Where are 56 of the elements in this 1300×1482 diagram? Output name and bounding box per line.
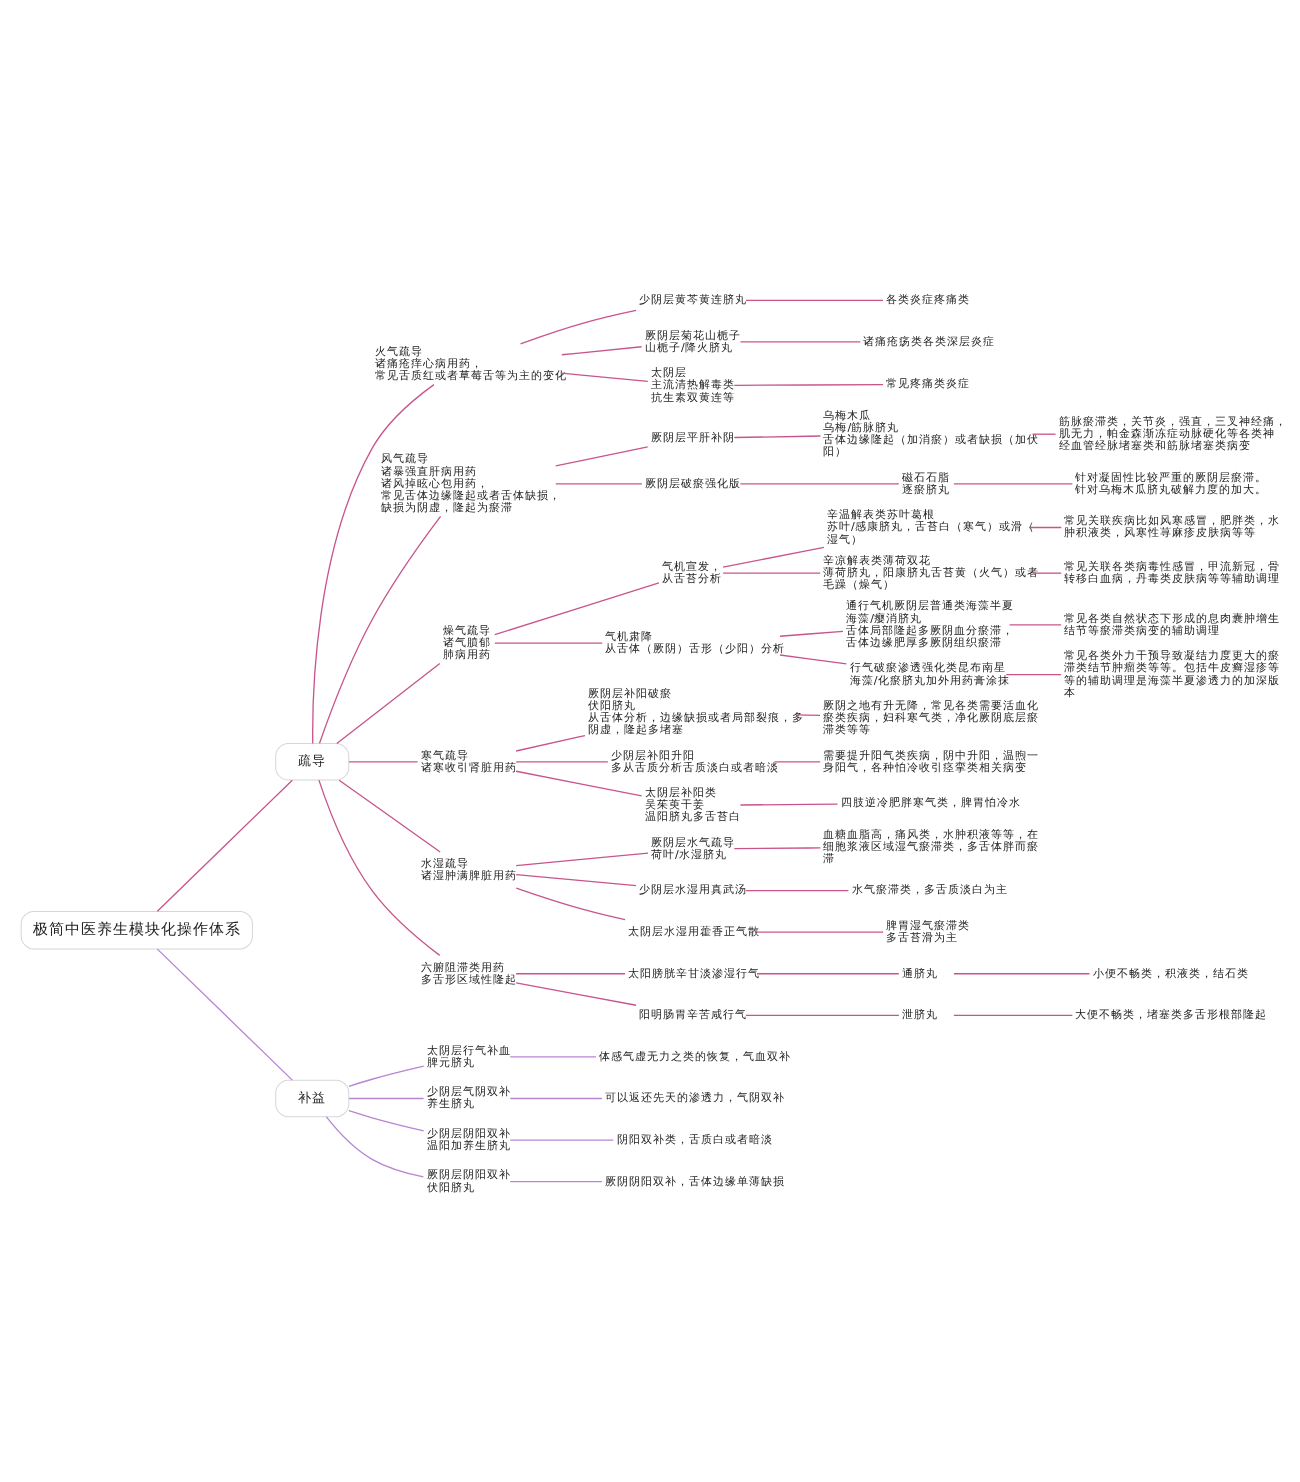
connector bbox=[745, 299, 884, 301]
connector bbox=[739, 483, 900, 485]
connector bbox=[561, 346, 643, 356]
connector bbox=[756, 931, 884, 933]
connector bbox=[733, 435, 821, 439]
connector bbox=[779, 630, 844, 637]
connector bbox=[1031, 572, 1062, 574]
connector bbox=[156, 948, 293, 1081]
connector bbox=[1008, 624, 1062, 626]
connector bbox=[348, 1110, 425, 1132]
connector bbox=[515, 734, 586, 752]
connector bbox=[494, 642, 603, 644]
connector bbox=[515, 874, 637, 887]
connector bbox=[756, 973, 900, 975]
connector bbox=[515, 973, 626, 975]
connector bbox=[156, 779, 293, 912]
connector bbox=[312, 383, 435, 745]
connector bbox=[733, 384, 884, 386]
connector bbox=[348, 1097, 425, 1100]
connector bbox=[739, 341, 861, 343]
connector bbox=[953, 483, 1073, 485]
connector bbox=[519, 309, 637, 345]
connector bbox=[509, 1181, 603, 1183]
connector bbox=[338, 779, 441, 853]
connector bbox=[555, 483, 643, 485]
connector bbox=[318, 515, 442, 744]
connector bbox=[722, 572, 821, 574]
connector bbox=[318, 779, 441, 956]
connector bbox=[561, 372, 649, 383]
connector bbox=[733, 847, 821, 850]
connector bbox=[1005, 673, 1062, 676]
connector bbox=[348, 1065, 425, 1087]
connector bbox=[739, 803, 839, 806]
connector bbox=[509, 1056, 597, 1058]
connector bbox=[745, 889, 850, 892]
connector bbox=[515, 761, 609, 763]
connector bbox=[779, 654, 848, 665]
connector bbox=[1028, 526, 1062, 529]
connector bbox=[515, 770, 643, 797]
connector bbox=[336, 662, 441, 745]
connector bbox=[953, 973, 1091, 975]
connector bbox=[773, 761, 821, 763]
connector bbox=[796, 714, 821, 717]
connector bbox=[494, 582, 660, 636]
connector bbox=[509, 1139, 614, 1141]
connector bbox=[745, 1014, 900, 1016]
connector bbox=[515, 887, 626, 921]
connector bbox=[1031, 433, 1057, 435]
connector bbox=[509, 1097, 603, 1100]
connector bbox=[555, 446, 649, 467]
connector bbox=[722, 546, 825, 568]
connector bbox=[348, 761, 419, 763]
connector bbox=[325, 1116, 425, 1178]
connector bbox=[515, 852, 649, 867]
connector bbox=[515, 982, 637, 1006]
connector bbox=[953, 1014, 1073, 1016]
